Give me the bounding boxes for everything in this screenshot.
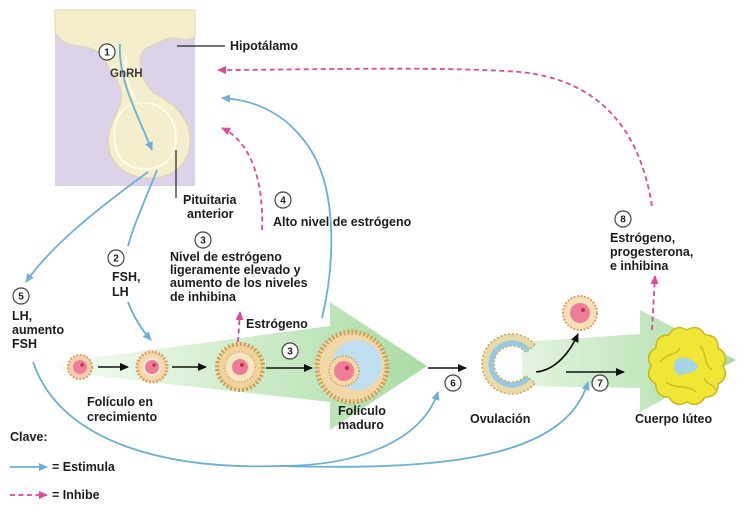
lh-surge-label-line-1: LH, — [12, 309, 32, 323]
step-3-number: 3 — [200, 236, 206, 247]
oocyte — [232, 359, 248, 375]
oocyte-nucleus — [581, 308, 585, 312]
fsh-lh-label: FSH, LH — [112, 270, 140, 299]
oocyte-nucleus — [80, 363, 84, 367]
corpus-luteum-label: Cuerpo lúteo — [635, 412, 712, 426]
legend-stimulate-label: = Estimula — [52, 460, 116, 474]
slight-estrogen-label-line-4: de inhibina — [170, 290, 237, 304]
oocyte — [334, 361, 354, 381]
lh-surge-arrow — [26, 172, 148, 282]
released-oocyte — [563, 296, 597, 330]
mature-follicle-label: Folículo maduro — [338, 404, 386, 432]
step-8-number: 8 — [620, 215, 626, 226]
legend: Clave: = Estimula = Inhibe — [10, 430, 116, 502]
anterior-pituitary-label-line-2: anterior — [187, 207, 234, 221]
slight-estrogen-label: Nivel de estrógeno ligeramente elevado y… — [170, 250, 308, 304]
fsh-lh-arrow-lower — [128, 302, 151, 340]
ovulation-label: Ovulación — [470, 412, 530, 426]
fsh-lh-label-line-1: FSH, — [112, 270, 140, 284]
anterior-pituitary-label: Pituitaria anterior — [183, 193, 238, 221]
oocyte-nucleus — [240, 363, 244, 367]
oocyte — [73, 360, 87, 374]
step-3b-number: 3 — [287, 347, 293, 358]
step-1-number: 1 — [104, 48, 110, 59]
luteal-hormones-inhibit-hypothalamus-arrow — [218, 69, 652, 206]
step-3b-badge: 3 — [282, 343, 298, 359]
step-4-number: 4 — [280, 196, 286, 207]
step-5-badge: 5 — [13, 288, 29, 304]
step-5-number: 5 — [18, 292, 24, 303]
luteal-hormones-label-line-2: progesterona, — [610, 245, 693, 259]
fsh-lh-label-line-2: LH — [112, 285, 129, 299]
luteal-hormones-label-line-1: Estrógeno, — [610, 231, 675, 245]
slight-estrogen-label-line-3: aumento de los niveles — [170, 276, 308, 290]
gnrh-label: GnRH — [110, 68, 143, 80]
slight-estrogen-label-line-2: ligeramente elevado y — [170, 263, 301, 277]
legend-inhibit-label: = Inhibe — [52, 488, 100, 502]
mature-follicle-label-line-2: maduro — [338, 418, 384, 432]
step-6-badge: 6 — [445, 375, 461, 391]
oocyte — [145, 360, 159, 374]
legend-title: Clave: — [10, 430, 48, 444]
corpus-luteum — [649, 328, 726, 405]
estrogen-release-arrow — [238, 312, 240, 342]
growing-follicle — [217, 344, 263, 390]
growing-follicle-label: Folículo en crecimiento — [87, 395, 158, 424]
step-1-badge: 1 — [99, 44, 115, 60]
high-estrogen-label: Alto nivel de estrógeno — [273, 215, 412, 229]
step-7-number: 7 — [597, 379, 603, 390]
luteal-hormones-label: Estrógeno, progesterona, e inhibina — [610, 231, 693, 273]
step-4-badge: 4 — [275, 192, 291, 208]
mature-follicle — [317, 332, 387, 402]
hypothalamus-label: Hipotálamo — [230, 39, 298, 53]
step-7-badge: 7 — [592, 375, 608, 391]
hypothalamus-pituitary-illustration: 1 GnRH — [55, 10, 195, 186]
lh-surge-label-line-2: aumento — [12, 323, 64, 337]
oocyte-nucleus — [152, 363, 156, 367]
step-8-badge: 8 — [615, 211, 631, 227]
step-6-number: 6 — [450, 379, 456, 390]
slight-estrogen-label-line-1: Nivel de estrógeno — [170, 250, 282, 264]
oocyte-nucleus — [345, 366, 349, 370]
primary-follicle — [68, 355, 92, 379]
oocyte — [570, 303, 590, 323]
mature-follicle-label-line-1: Folículo — [338, 404, 386, 418]
luteal-hormones-label-line-3: e inhibina — [610, 259, 669, 273]
lh-surge-label: LH, aumento FSH — [12, 309, 64, 351]
lh-surge-label-line-3: FSH — [12, 337, 37, 351]
growing-follicle-label-line-1: Folículo en — [87, 395, 153, 409]
growing-follicle-label-line-2: crecimiento — [87, 410, 158, 424]
secondary-follicle — [137, 352, 167, 382]
anterior-pituitary-label-line-1: Pituitaria — [183, 193, 238, 207]
estrogen-label: Estrógeno — [246, 317, 308, 331]
step-3-badge: 3 — [195, 232, 211, 248]
step-2-number: 2 — [113, 254, 119, 265]
step-2-badge: 2 — [108, 250, 124, 266]
